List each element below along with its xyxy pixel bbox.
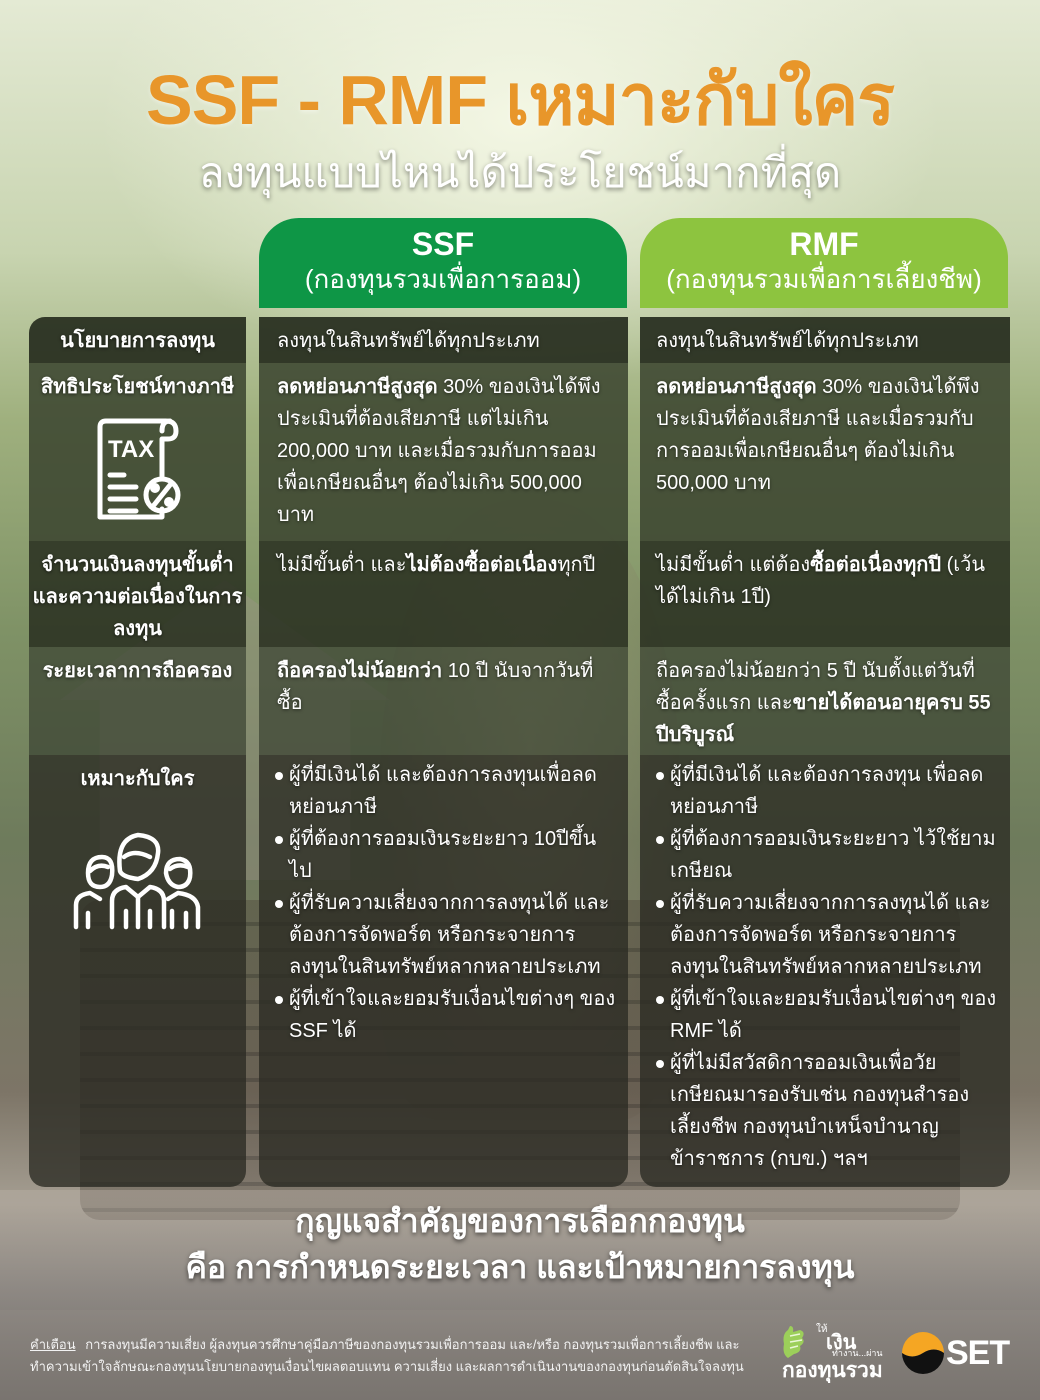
key-message-line-2: คือ การกำหนดระยะเวลา และเป้าหมายการลงทุน: [185, 1249, 855, 1285]
footer-band: [0, 1310, 1040, 1400]
label-minimum: จำนวนเงินลงทุนขั้นต่ำและความต่อเนื่องในก…: [32, 554, 243, 640]
ssf-minimum-post: ทุกปี: [557, 554, 596, 576]
set-logo-text: SET: [946, 1334, 1010, 1372]
label-suitable: เหมาะกับใคร: [80, 768, 195, 790]
rmf-row-policy: ลงทุนในสินทรัพย์ได้ทุกประเภท: [640, 317, 1010, 363]
fund-logo-big: เงิน: [826, 1332, 857, 1354]
ssf-row-tax: ลดหย่อนภาษีสูงสุด 30% ของเงินได้พึงประเม…: [259, 363, 628, 541]
rmf-policy: ลงทุนในสินทรัพย์ได้ทุกประเภท: [656, 330, 919, 352]
set-logo: SET: [900, 1330, 1015, 1380]
key-message-line-1: กุญแจสำคัญของการเลือกกองทุน: [295, 1203, 745, 1239]
page-subtitle: ลงทุนแบบไหนได้ประโยชน์มากที่สุด: [198, 149, 842, 196]
ssf-minimum: ไม่มีขั้นต่ำ และไม่ต้องซื้อต่อเนื่องทุกป…: [259, 541, 628, 581]
rmf-tax-text: 30% ของเงินได้พึงประเมินที่ต้องเสียภาษี …: [656, 376, 980, 494]
label-row-minimum: จำนวนเงินลงทุนขั้นต่ำและความต่อเนื่องในก…: [29, 541, 246, 647]
warning-label: คำเตือน: [30, 1337, 76, 1352]
rmf-minimum-post: (เว้นได้ไม่เกิน 1ปี): [656, 554, 986, 608]
fund-logo-mid: ทำงาน...ผ่าน: [832, 1348, 883, 1358]
label-row-holding: ระยะเวลาการถือครอง: [29, 647, 246, 755]
label-row-policy: นโยบายการลงทุน: [29, 317, 246, 363]
ssf-holding-bold: ถือครองไม่น้อยกว่า: [277, 660, 443, 682]
fund-logo-small: ให้: [816, 1324, 828, 1335]
list-item: ผู้ที่มีเงินได้ และต้องการลงทุน เพื่อลดห…: [654, 759, 998, 823]
list-item: ผู้ที่รับความเสี่ยงจากการลงทุนได้ และต้อ…: [273, 887, 616, 983]
rmf-suitable-list: ผู้ที่มีเงินได้ และต้องการลงทุน เพื่อลดห…: [640, 755, 1010, 1175]
set-logo-mark-icon: [902, 1332, 944, 1374]
ssf-name: SSF: [411, 226, 475, 262]
list-item: ผู้ที่รับความเสี่ยงจากการลงทุนได้ และต้อ…: [654, 887, 998, 983]
rmf-minimum-bold: ซื้อต่อเนื่องทุกปี: [810, 554, 942, 576]
ssf-tax-text: 30% ของเงินได้พึงประเมินที่ต้องเสียภาษี …: [277, 376, 601, 526]
warning-text: การลงทุนมีความเสี่ยง ผู้ลงทุนควรศึกษาคู่…: [30, 1337, 744, 1374]
ssf-column-header: SSF (กองทุนรวมเพื่อการออม): [259, 218, 627, 308]
ssf-policy: ลงทุนในสินทรัพย์ได้ทุกประเภท: [277, 330, 540, 352]
ssf-minimum-pre: ไม่มีขั้นต่ำ และ: [277, 554, 407, 576]
ssf-description: (กองทุนรวมเพื่อการออม): [304, 264, 582, 294]
ssf-tax: ลดหย่อนภาษีสูงสุด 30% ของเงินได้พึงประเม…: [259, 363, 628, 531]
list-item: ผู้ที่ไม่มีสวัสดิการออมเงินเพื่อวัยเกษีย…: [654, 1047, 998, 1175]
people-group-icon: [73, 832, 200, 930]
page-title: SSF - RMF เหมาะกับใคร: [146, 61, 895, 139]
list-item: ผู้ที่เข้าใจและยอมรับเงื่อนไขต่างๆ ของ S…: [273, 983, 616, 1047]
ssf-row-minimum: ไม่มีขั้นต่ำ และไม่ต้องซื้อต่อเนื่องทุกป…: [259, 541, 628, 647]
ssf-row-policy: ลงทุนในสินทรัพย์ได้ทุกประเภท: [259, 317, 628, 363]
rmf-row-minimum: ไม่มีขั้นต่ำ แต่ต้องซื้อต่อเนื่องทุกปี (…: [640, 541, 1010, 647]
ssf-row-suitable: ผู้ที่มีเงินได้ และต้องการลงทุนเพื่อลดหย…: [259, 755, 628, 1187]
rmf-description: (กองทุนรวมเพื่อการเลี้ยงชีพ): [666, 264, 982, 294]
disclaimer: คำเตือน การลงทุนมีความเสี่ยง ผู้ลงทุนควร…: [30, 1334, 775, 1378]
rmf-tax: ลดหย่อนภาษีสูงสุด 30% ของเงินได้พึงประเม…: [640, 363, 1010, 499]
rmf-details-panel: ลงทุนในสินทรัพย์ได้ทุกประเภท ลดหย่อนภาษี…: [640, 317, 1010, 1187]
row-labels-panel: นโยบายการลงทุน สิทธิประโยชน์ทางภาษี TAX …: [29, 317, 246, 1187]
ssf-holding-text: 10 ปี นับจากวันที่ซื้อ: [277, 660, 594, 714]
rmf-row-suitable: ผู้ที่มีเงินได้ และต้องการลงทุน เพื่อลดห…: [640, 755, 1010, 1187]
list-item: ผู้ที่มีเงินได้ และต้องการลงทุนเพื่อลดหย…: [273, 759, 616, 823]
rmf-minimum-pre: ไม่มีขั้นต่ำ แต่ต้อง: [656, 554, 811, 576]
hand-leaf-icon: [783, 1326, 804, 1358]
label-row-suitable: เหมาะกับใคร: [29, 755, 246, 1187]
ssf-details-panel: ลงทุนในสินทรัพย์ได้ทุกประเภท ลดหย่อนภาษี…: [259, 317, 628, 1187]
list-item: ผู้ที่เข้าใจและยอมรับเงื่อนไขต่างๆ ของ R…: [654, 983, 998, 1047]
label-policy: นโยบายการลงทุน: [60, 330, 215, 352]
fund-logo-bottom: กองทุนรวม: [782, 1359, 883, 1382]
ssf-minimum-bold: ไม่ต้องซื้อต่อเนื่อง: [406, 554, 558, 576]
svg-text:TAX: TAX: [108, 436, 154, 463]
rmf-column-header: RMF (กองทุนรวมเพื่อการเลี้ยงชีพ): [640, 218, 1008, 308]
rmf-holding-bold: ขายได้ตอนอายุครบ 55 ปีบริบูรณ์: [656, 692, 991, 746]
rmf-holding: ถือครองไม่น้อยกว่า 5 ปี นับตั้งแต่วันที่…: [640, 647, 1010, 751]
rmf-name: RMF: [789, 226, 859, 262]
ssf-row-holding: ถือครองไม่น้อยกว่า 10 ปี นับจากวันที่ซื้…: [259, 647, 628, 755]
rmf-holding-pre: ถือครองไม่น้อยกว่า 5 ปี นับตั้งแต่วันที่…: [656, 660, 975, 714]
ssf-suitable-list: ผู้ที่มีเงินได้ และต้องการลงทุนเพื่อลดหย…: [259, 755, 628, 1047]
rmf-tax-bold: ลดหย่อนภาษีสูงสุด: [656, 376, 817, 398]
rmf-row-holding: ถือครองไม่น้อยกว่า 5 ปี นับตั้งแต่วันที่…: [640, 647, 1010, 755]
label-holding: ระยะเวลาการถือครอง: [42, 660, 233, 682]
ssf-holding: ถือครองไม่น้อยกว่า 10 ปี นับจากวันที่ซื้…: [259, 647, 628, 719]
list-item: ผู้ที่ต้องการออมเงินระยะยาว ไว้ใช้ยามเกษ…: [654, 823, 998, 887]
rmf-minimum: ไม่มีขั้นต่ำ แต่ต้องซื้อต่อเนื่องทุกปี (…: [640, 541, 1010, 613]
list-item: ผู้ที่ต้องการออมเงินระยะยาว 10ปีขึ้นไป: [273, 823, 616, 887]
tax-document-icon: TAX: [97, 418, 180, 520]
fund-logo: ให้ เงิน ทำงาน...ผ่าน กองทุนรวม: [780, 1322, 890, 1382]
background-floor: [0, 1190, 1040, 1310]
rmf-row-tax: ลดหย่อนภาษีสูงสุด 30% ของเงินได้พึงประเม…: [640, 363, 1010, 541]
ssf-tax-bold: ลดหย่อนภาษีสูงสุด: [277, 376, 438, 398]
label-row-tax: สิทธิประโยชน์ทางภาษี TAX: [29, 363, 246, 541]
label-tax: สิทธิประโยชน์ทางภาษี: [40, 376, 235, 398]
